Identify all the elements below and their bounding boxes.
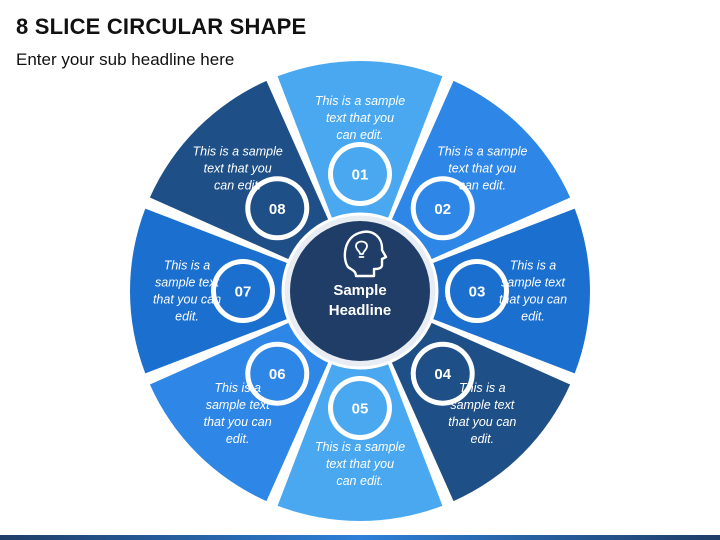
badge-08 bbox=[250, 181, 305, 236]
badge-02 bbox=[415, 181, 470, 236]
badge-04 bbox=[415, 346, 470, 401]
slice-number-02: 02 bbox=[434, 201, 451, 218]
lightbulb-head-icon bbox=[343, 230, 388, 278]
slice-number-06: 06 bbox=[269, 366, 286, 383]
bottom-accent-bar bbox=[0, 535, 720, 540]
slice-number-07: 07 bbox=[235, 284, 252, 301]
badge-03 bbox=[450, 264, 504, 318]
badge-01 bbox=[333, 147, 387, 201]
page-title: 8 SLICE CIRCULAR SHAPE bbox=[16, 14, 307, 39]
slice-number-04: 04 bbox=[434, 366, 451, 383]
slice-number-03: 03 bbox=[469, 284, 486, 301]
badge-06 bbox=[250, 346, 305, 401]
slice-number-08: 08 bbox=[269, 201, 286, 218]
page-subtitle: Enter your sub headline here bbox=[16, 50, 235, 69]
badge-07 bbox=[216, 264, 270, 318]
center-circle bbox=[290, 221, 430, 361]
slice-number-01: 01 bbox=[352, 167, 369, 184]
badge-05 bbox=[333, 381, 387, 435]
slice-number-05: 05 bbox=[352, 401, 369, 418]
